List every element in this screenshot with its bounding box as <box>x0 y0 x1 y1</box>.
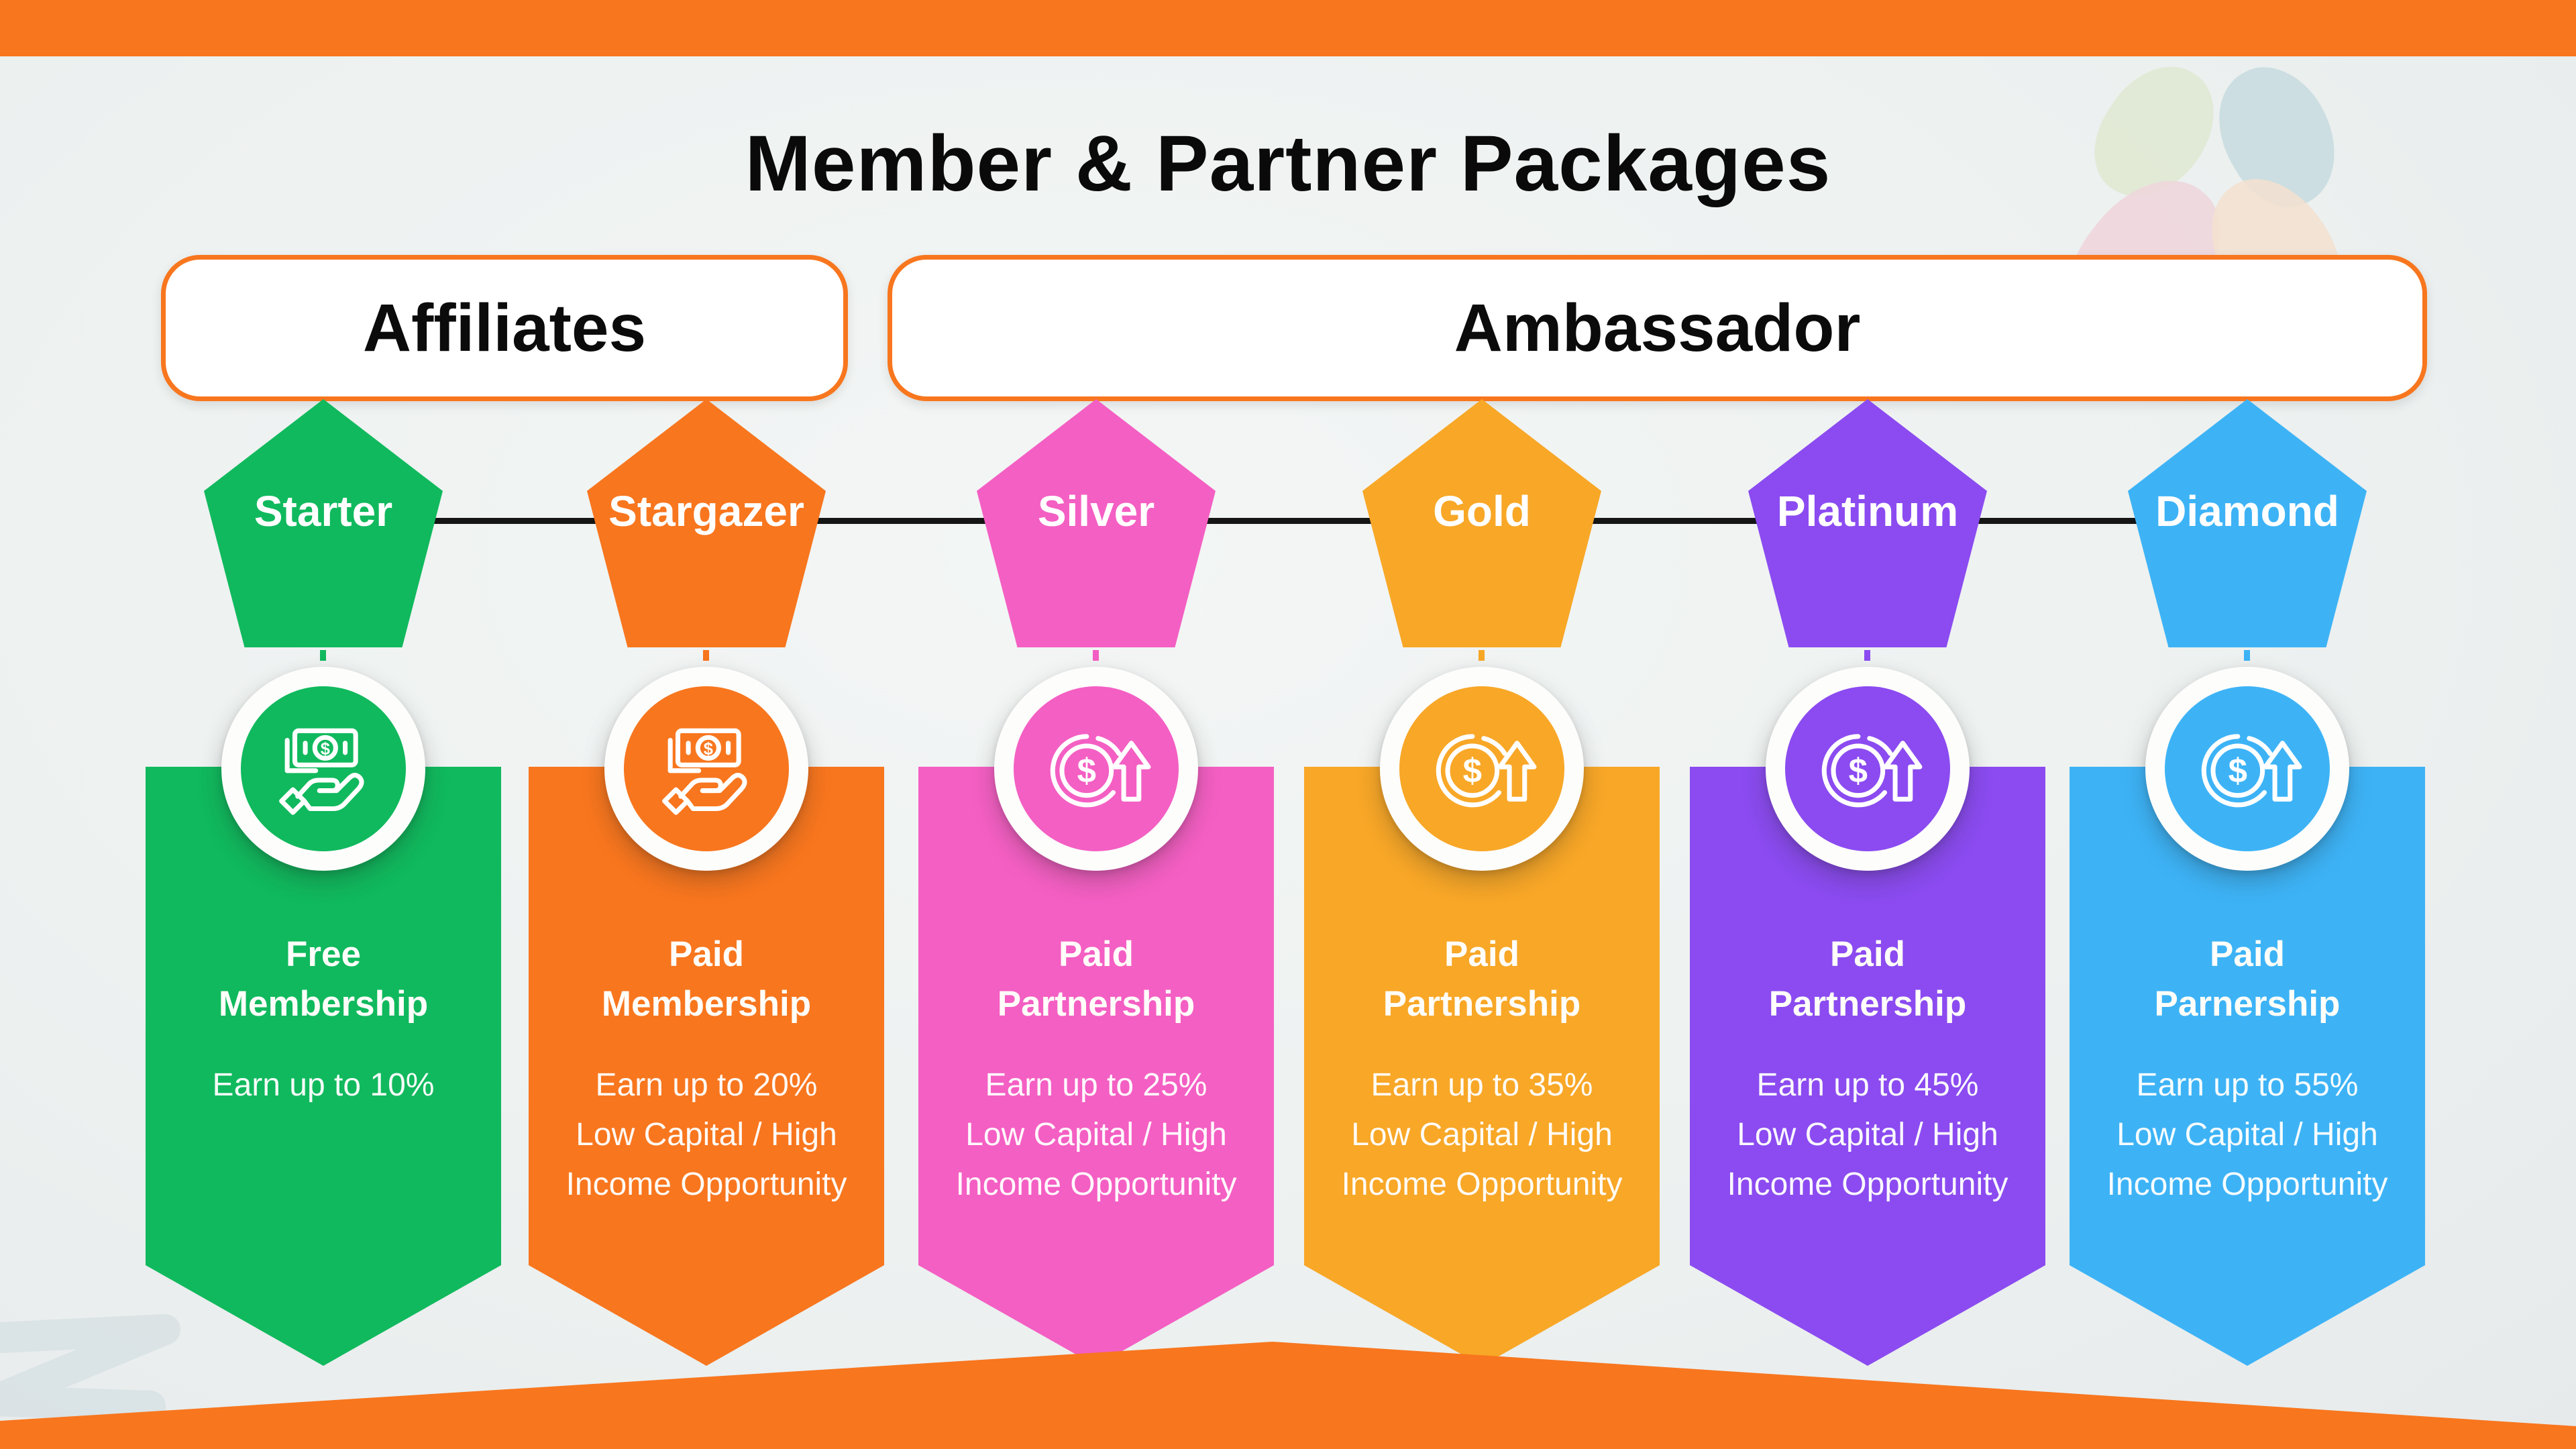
svg-text:$: $ <box>321 740 330 759</box>
tier-pentagon: Platinum <box>1748 399 1987 647</box>
tier-icon-disc <box>2165 686 2330 851</box>
tier-dashed-connector <box>1479 650 1485 678</box>
earn-line: Earn up to 45% <box>1756 1067 1979 1103</box>
tier-dashed-connector <box>320 650 326 678</box>
tier-icon-circle <box>994 667 1198 871</box>
package-name-line: Parnership <box>2154 984 2341 1024</box>
package-name-line: Partnership <box>1768 984 1967 1024</box>
package-name-line: Membership <box>601 984 812 1024</box>
tier-icon-disc <box>1014 686 1179 851</box>
package-name-line: Partnership <box>997 984 1195 1024</box>
svg-text:$: $ <box>2229 751 2247 790</box>
package-name-line: Membership <box>218 984 429 1024</box>
extra-line: Low Capital / High <box>1351 1117 1613 1152</box>
coin-growth-icon: $ <box>1821 734 1923 808</box>
extra-line: Income Opportunity <box>1341 1167 1623 1202</box>
tier-pentagon: Diamond <box>2128 399 2367 647</box>
svg-text:$: $ <box>1463 751 1482 790</box>
group-box-ambassador: Ambassador <box>888 255 2427 401</box>
tier-icon-circle <box>604 667 808 871</box>
tier-name-label: Platinum <box>1776 487 1959 535</box>
group-label-ambassador: Ambassador <box>1454 290 1861 366</box>
group-box-affiliates: Affiliates <box>161 255 848 401</box>
svg-text:$: $ <box>1077 751 1096 790</box>
earn-line: Earn up to 35% <box>1371 1067 1593 1103</box>
extra-line: Income Opportunity <box>2106 1167 2388 1202</box>
package-name-line: Paid <box>669 934 744 974</box>
tier-name-label: Stargazer <box>608 487 804 535</box>
tier-pentagon: Gold <box>1362 399 1601 647</box>
page-title: Member & Partner Packages <box>745 119 1831 208</box>
tier-pentagon: Starter <box>204 399 443 647</box>
package-name-line: Paid <box>1444 934 1519 974</box>
tier-pentagon: Silver <box>977 399 1216 647</box>
extra-line: Low Capital / High <box>576 1117 837 1152</box>
tier-pentagon: Stargazer <box>587 399 826 647</box>
svg-text:$: $ <box>1849 751 1868 790</box>
tier-icon-disc <box>1785 686 1950 851</box>
coin-growth-icon: $ <box>2201 734 2302 808</box>
tier-name-label: Gold <box>1433 487 1531 535</box>
extra-line: Income Opportunity <box>566 1167 847 1202</box>
coin-growth-icon: $ <box>1436 734 1537 808</box>
tier-name-label: Starter <box>254 487 393 535</box>
extra-line: Low Capital / High <box>2116 1117 2378 1152</box>
earn-line: Earn up to 10% <box>212 1067 435 1103</box>
tier-dashed-connector <box>1093 650 1099 678</box>
extra-line: Income Opportunity <box>1727 1167 2008 1202</box>
tier-name-label: Silver <box>1037 487 1155 535</box>
package-name-line: Paid <box>1830 934 1905 974</box>
tier-dashed-connector <box>2244 650 2250 678</box>
tier-name-label: Diamond <box>2155 487 2339 535</box>
z-watermark <box>0 1314 180 1421</box>
group-label-affiliates: Affiliates <box>362 290 647 366</box>
tier-dashed-connector <box>703 650 709 678</box>
package-name-line: Paid <box>1059 934 1134 974</box>
tier-icon-circle <box>2145 667 2349 871</box>
extra-line: Low Capital / High <box>1737 1117 1998 1152</box>
money-hand-icon: $ <box>662 728 747 815</box>
svg-text:$: $ <box>704 740 713 759</box>
tier-icon-circle <box>1380 667 1584 871</box>
package-name-line: Free <box>286 934 361 974</box>
package-name-line: Paid <box>2210 934 2285 974</box>
tier-connector-line <box>323 518 2247 524</box>
tier-icon-circle <box>1766 667 1970 871</box>
earn-line: Earn up to 55% <box>2136 1067 2359 1103</box>
extra-line: Low Capital / High <box>965 1117 1227 1152</box>
package-name-line: Partnership <box>1383 984 1581 1024</box>
top-accent-bar <box>0 0 2576 56</box>
tier-icon-circle <box>221 667 425 871</box>
money-hand-icon: $ <box>279 728 364 815</box>
tier-icon-disc <box>624 686 789 851</box>
package-details: Earn up to 10% <box>146 1061 501 1110</box>
tier-icon-disc <box>241 686 406 851</box>
extra-line: Income Opportunity <box>955 1167 1237 1202</box>
earn-line: Earn up to 20% <box>595 1067 818 1103</box>
tier-icon-disc <box>1399 686 1564 851</box>
earn-line: Earn up to 25% <box>985 1067 1208 1103</box>
coin-growth-icon: $ <box>1050 734 1151 808</box>
tier-dashed-connector <box>1864 650 1870 678</box>
